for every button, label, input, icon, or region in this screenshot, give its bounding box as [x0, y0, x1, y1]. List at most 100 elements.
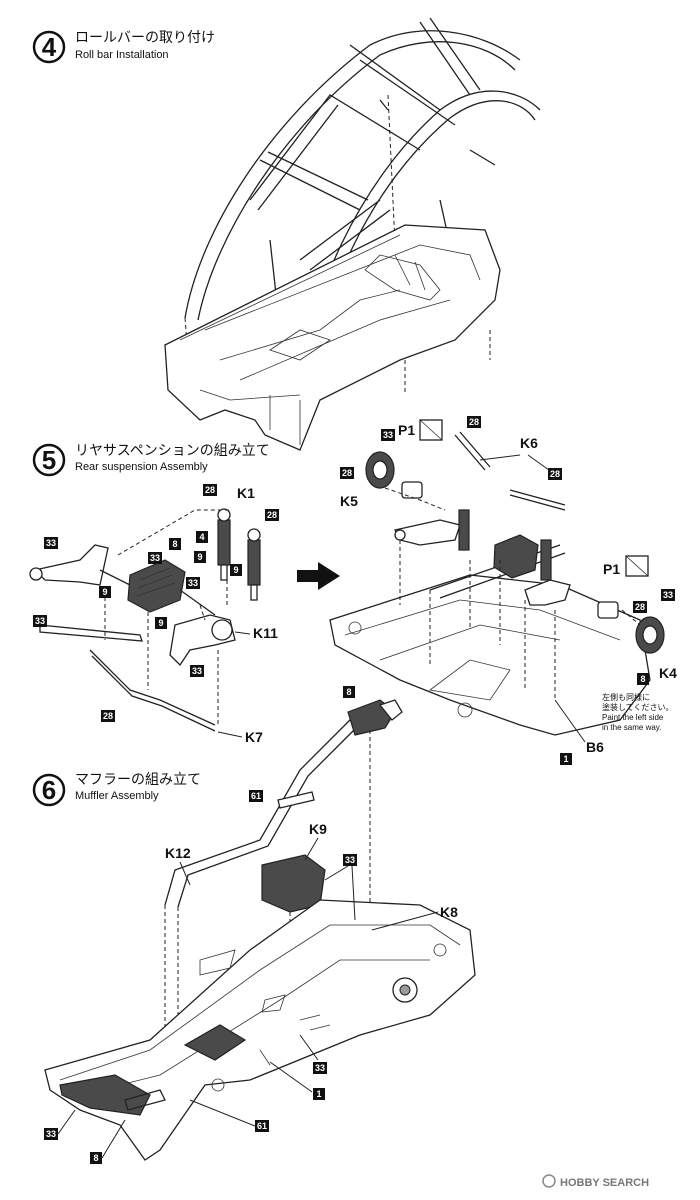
svg-text:28: 28: [635, 602, 645, 612]
watermark-logo-icon: [542, 1174, 556, 1188]
svg-text:33: 33: [46, 1129, 56, 1139]
watermark-text: HOBBY SEARCH: [560, 1177, 649, 1189]
step-title-en: Muffler Assembly: [75, 790, 159, 802]
upper-link: [39, 624, 143, 642]
label-k8: K8: [440, 904, 458, 920]
part-num-9: 9: [99, 586, 111, 598]
label-k9: K9: [309, 821, 327, 837]
svg-text:33: 33: [345, 855, 355, 865]
rear-suspension-exploded: [29, 508, 261, 732]
part-num-33: 33: [148, 552, 162, 564]
svg-text:33: 33: [150, 553, 160, 563]
shock-absorber-left: [217, 508, 231, 581]
step-number-circle: [32, 30, 66, 64]
label-k1: K1: [237, 485, 255, 501]
part-num-33: 33: [44, 1128, 58, 1140]
part-num-28: 28: [340, 467, 354, 479]
step-number-circle: [32, 443, 66, 477]
svg-text:1: 1: [563, 754, 568, 764]
part-num-61: 61: [249, 790, 263, 802]
label-p1: P1: [603, 561, 620, 577]
step5-left-labels: K1 28 4 28 9 9 33 33 8 33 9 9 33 K11 33 …: [33, 484, 279, 745]
label-k12: K12: [165, 845, 191, 861]
hub-k5: [365, 451, 423, 499]
part-num-61: 61: [255, 1120, 269, 1132]
label-k7: K7: [245, 729, 263, 745]
hub-k4: [597, 601, 665, 654]
no-paint-icon: [419, 419, 443, 441]
step6-labels: 8 61 K9 K12 33 K8 33 1 33 61 8: [44, 686, 458, 1164]
label-k6: K6: [520, 435, 538, 451]
step-4-header: 4 ロールバーの取り付け Roll bar Installation: [32, 29, 215, 64]
svg-text:61: 61: [257, 1121, 267, 1131]
part-num-28: 28: [203, 484, 217, 496]
shock-absorber-right: [247, 528, 261, 601]
no-paint-icon: [625, 555, 649, 577]
step-title-jp: リヤサスペンションの組み立て: [75, 442, 270, 458]
label-p1: P1: [398, 422, 415, 438]
svg-text:8: 8: [93, 1153, 98, 1163]
part-num-9: 9: [155, 617, 167, 629]
svg-text:8: 8: [640, 674, 645, 684]
direction-arrow-icon: [297, 562, 340, 590]
label-k4: K4: [659, 665, 677, 681]
svg-text:8: 8: [346, 687, 351, 697]
lower-arm-left: [33, 544, 109, 586]
svg-text:28: 28: [205, 485, 215, 495]
part-num-33: 33: [33, 615, 47, 627]
roll-cage-drawing: [164, 17, 541, 451]
svg-text:33: 33: [46, 538, 56, 548]
svg-text:9: 9: [102, 587, 107, 597]
label-k11: K11: [253, 625, 278, 641]
part-num-9: 9: [194, 551, 206, 563]
part-num-33: 33: [661, 589, 675, 601]
part-num-33: 33: [44, 537, 58, 549]
part-num-28: 28: [101, 710, 115, 722]
svg-text:33: 33: [315, 1063, 325, 1073]
part-num-33: 33: [186, 577, 200, 589]
svg-text:28: 28: [342, 468, 352, 478]
rear-suspension-assembled: [329, 419, 665, 736]
step-number-circle: [32, 773, 66, 807]
part-num-33: 33: [343, 854, 357, 866]
step-title-en: Rear suspension Assembly: [75, 461, 208, 473]
part-num-28: 28: [633, 601, 647, 613]
step-title-jp: ロールバーの取り付け: [75, 29, 215, 45]
part-num-8: 8: [343, 686, 355, 698]
paint-note-jp-2: 塗装してください。: [602, 702, 674, 712]
paint-note-en-1: Paint the left side: [602, 713, 664, 722]
svg-text:9: 9: [197, 552, 202, 562]
step-title-jp: マフラーの組み立て: [75, 771, 201, 787]
svg-text:8: 8: [172, 539, 177, 549]
svg-text:1: 1: [316, 1089, 321, 1099]
part-num-28: 28: [548, 468, 562, 480]
step-title-en: Roll bar Installation: [75, 49, 169, 61]
label-b6: B6: [586, 739, 604, 755]
part-num-33: 33: [381, 429, 395, 441]
part-num-8: 8: [90, 1152, 102, 1164]
part-num-8: 8: [169, 538, 181, 550]
step-5-header: 5 リヤサスペンションの組み立て Rear suspension Assembl…: [32, 442, 270, 477]
watermark: HOBBY SEARCH: [542, 1174, 649, 1189]
svg-text:33: 33: [383, 430, 393, 440]
svg-text:28: 28: [267, 510, 277, 520]
label-k5: K5: [340, 493, 358, 509]
svg-text:28: 28: [103, 711, 113, 721]
part-num-9: 9: [230, 564, 242, 576]
svg-text:28: 28: [550, 469, 560, 479]
paint-note-en-2: in the same way.: [602, 723, 661, 732]
svg-text:61: 61: [251, 791, 261, 801]
part-num-4: 4: [196, 531, 208, 543]
part-num-8: 8: [637, 673, 649, 685]
svg-text:28: 28: [469, 417, 479, 427]
part-num-33: 33: [190, 665, 204, 677]
tie-bar: [89, 649, 216, 726]
step-number: 5: [42, 445, 56, 475]
svg-text:4: 4: [199, 532, 204, 542]
svg-text:33: 33: [192, 666, 202, 676]
part-num-1: 1: [313, 1088, 325, 1100]
step5-right-labels: 33 P1 28 K6 28 K5 28 P1 33 28 8 K4 左側も同様…: [340, 416, 677, 765]
svg-text:33: 33: [188, 578, 198, 588]
part-num-1: 1: [560, 753, 572, 765]
